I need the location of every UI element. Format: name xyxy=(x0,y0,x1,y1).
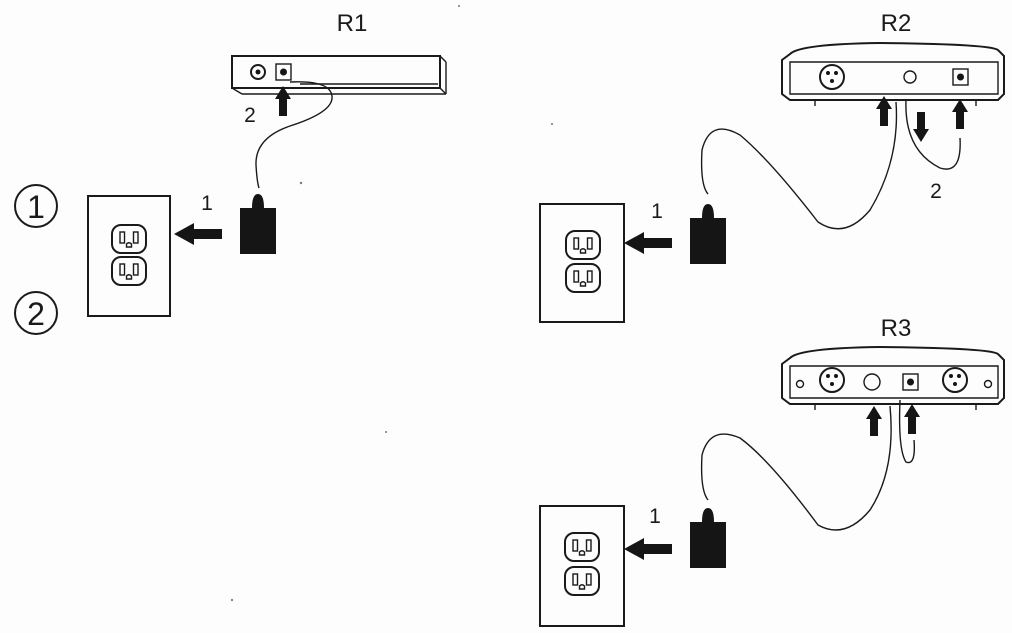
step-marker-1-text: 1 xyxy=(27,189,45,225)
receiver-r2-title: R2 xyxy=(881,10,912,37)
r3-port-arrow-icon xyxy=(904,404,920,434)
r2-adapter-icon xyxy=(690,204,726,264)
r3-cable-arrow-icon xyxy=(866,406,882,436)
r2-socket-top-icon xyxy=(565,230,601,260)
r1-power-port xyxy=(275,63,292,81)
r1-wall-outlet xyxy=(87,195,171,317)
r1-power-cable xyxy=(255,81,333,189)
r3-plug-arrow-icon xyxy=(624,538,672,560)
r2-power-port xyxy=(952,68,969,86)
r3-xlr-right-icon xyxy=(942,367,968,393)
r2-xlr-icon xyxy=(819,64,845,90)
r3-wall-outlet xyxy=(539,505,625,627)
step-marker-2: 2 xyxy=(14,291,58,335)
r2-loop-down-arrow-icon xyxy=(913,112,929,142)
r2-wall-outlet xyxy=(539,203,625,323)
r3-adapter-icon xyxy=(690,508,726,568)
r1-socket-bottom-icon xyxy=(111,256,147,286)
receiver-r3-group: R3 1 xyxy=(539,315,1005,627)
receiver-r1-group: R1 2 1 xyxy=(87,10,447,317)
r3-socket-top-icon xyxy=(564,532,600,562)
step-marker-2-text: 2 xyxy=(27,296,45,332)
r3-socket-bottom-icon xyxy=(564,566,600,596)
r2-port-label: 2 xyxy=(930,180,942,203)
receiver-r2-group: R2 2 1 xyxy=(539,10,1005,323)
r3-power-port xyxy=(902,373,919,391)
receiver-r3-unit xyxy=(781,345,1005,410)
r1-port-arrow-icon xyxy=(275,86,291,116)
r2-socket-bottom-icon xyxy=(565,263,601,293)
r3-cable-loop xyxy=(898,399,916,464)
step-marker-1: 1 xyxy=(14,184,58,228)
r2-power-cable xyxy=(700,101,898,230)
r1-port-label: 2 xyxy=(244,104,256,127)
receiver-r2-unit xyxy=(781,41,1005,106)
r2-cable-loop xyxy=(905,99,961,170)
r2-plug-arrow-icon xyxy=(624,232,672,254)
r3-plug-label: 1 xyxy=(649,505,661,528)
r3-xlr-left-icon xyxy=(819,367,845,393)
receiver-r1-unit xyxy=(231,55,447,95)
r3-power-cable xyxy=(700,405,892,531)
receiver-r3-title: R3 xyxy=(881,315,912,342)
r2-plug-label: 1 xyxy=(651,200,663,223)
receiver-r1-title: R1 xyxy=(337,10,368,37)
r1-socket-top-icon xyxy=(111,224,147,254)
r2-port-arrow-icon xyxy=(952,99,968,129)
r1-plug-label: 1 xyxy=(201,192,213,215)
r1-plug-arrow-icon xyxy=(174,223,222,245)
r1-adapter-icon xyxy=(240,194,276,254)
scan-specks xyxy=(230,5,553,602)
